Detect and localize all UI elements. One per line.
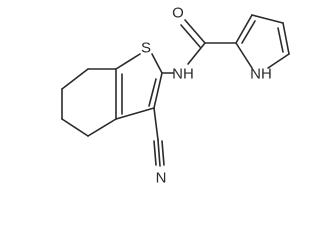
thiophene-ring	[115, 53, 163, 120]
molecule-structure-diagram: S O NH NH N	[61, 5, 290, 187]
bond-nh-carbonyl	[187, 42, 206, 65]
bond-cn-triple-1	[157, 139, 161, 167]
bond-cn-triple-3	[161, 140, 165, 166]
bond-c7a-s	[115, 53, 141, 70]
nitrile-n-label: N	[156, 170, 167, 187]
bond-c5-c4	[61, 118, 89, 137]
bond-c3-cn	[153, 107, 159, 141]
bond-p4-p5	[282, 22, 290, 55]
bond-c2-c3-double	[148, 78, 157, 107]
oxygen-atom-label: O	[172, 5, 184, 22]
sulfur-atom-label: S	[141, 40, 151, 57]
bond-s-c2	[151, 53, 163, 74]
bond-carbonyl-o	[184, 19, 206, 44]
bond-p3-p4	[251, 14, 284, 24]
bond-p2-p3	[235, 14, 253, 44]
amide-linker	[161, 19, 237, 74]
bond-p2-p3-double	[241, 20, 256, 44]
bond-cn-triple-2	[153, 140, 157, 166]
nitrile-group	[153, 107, 165, 167]
pyrrole-nh-label: NH	[250, 66, 272, 83]
bond-c4-c3a	[87, 118, 117, 137]
bond-c3-c3a	[115, 107, 155, 120]
bond-n-p2	[235, 42, 253, 69]
bond-carbonyl-o-double	[180, 24, 201, 48]
pyrrole-ring	[235, 14, 290, 69]
bond-p5-n	[267, 53, 290, 69]
bond-c2-c3	[153, 72, 163, 109]
bond-c7-c6	[61, 68, 89, 90]
bond-p4-p5-double	[277, 27, 284, 53]
amide-nh-label: NH	[172, 66, 194, 83]
cyclohexane-ring	[61, 68, 117, 137]
